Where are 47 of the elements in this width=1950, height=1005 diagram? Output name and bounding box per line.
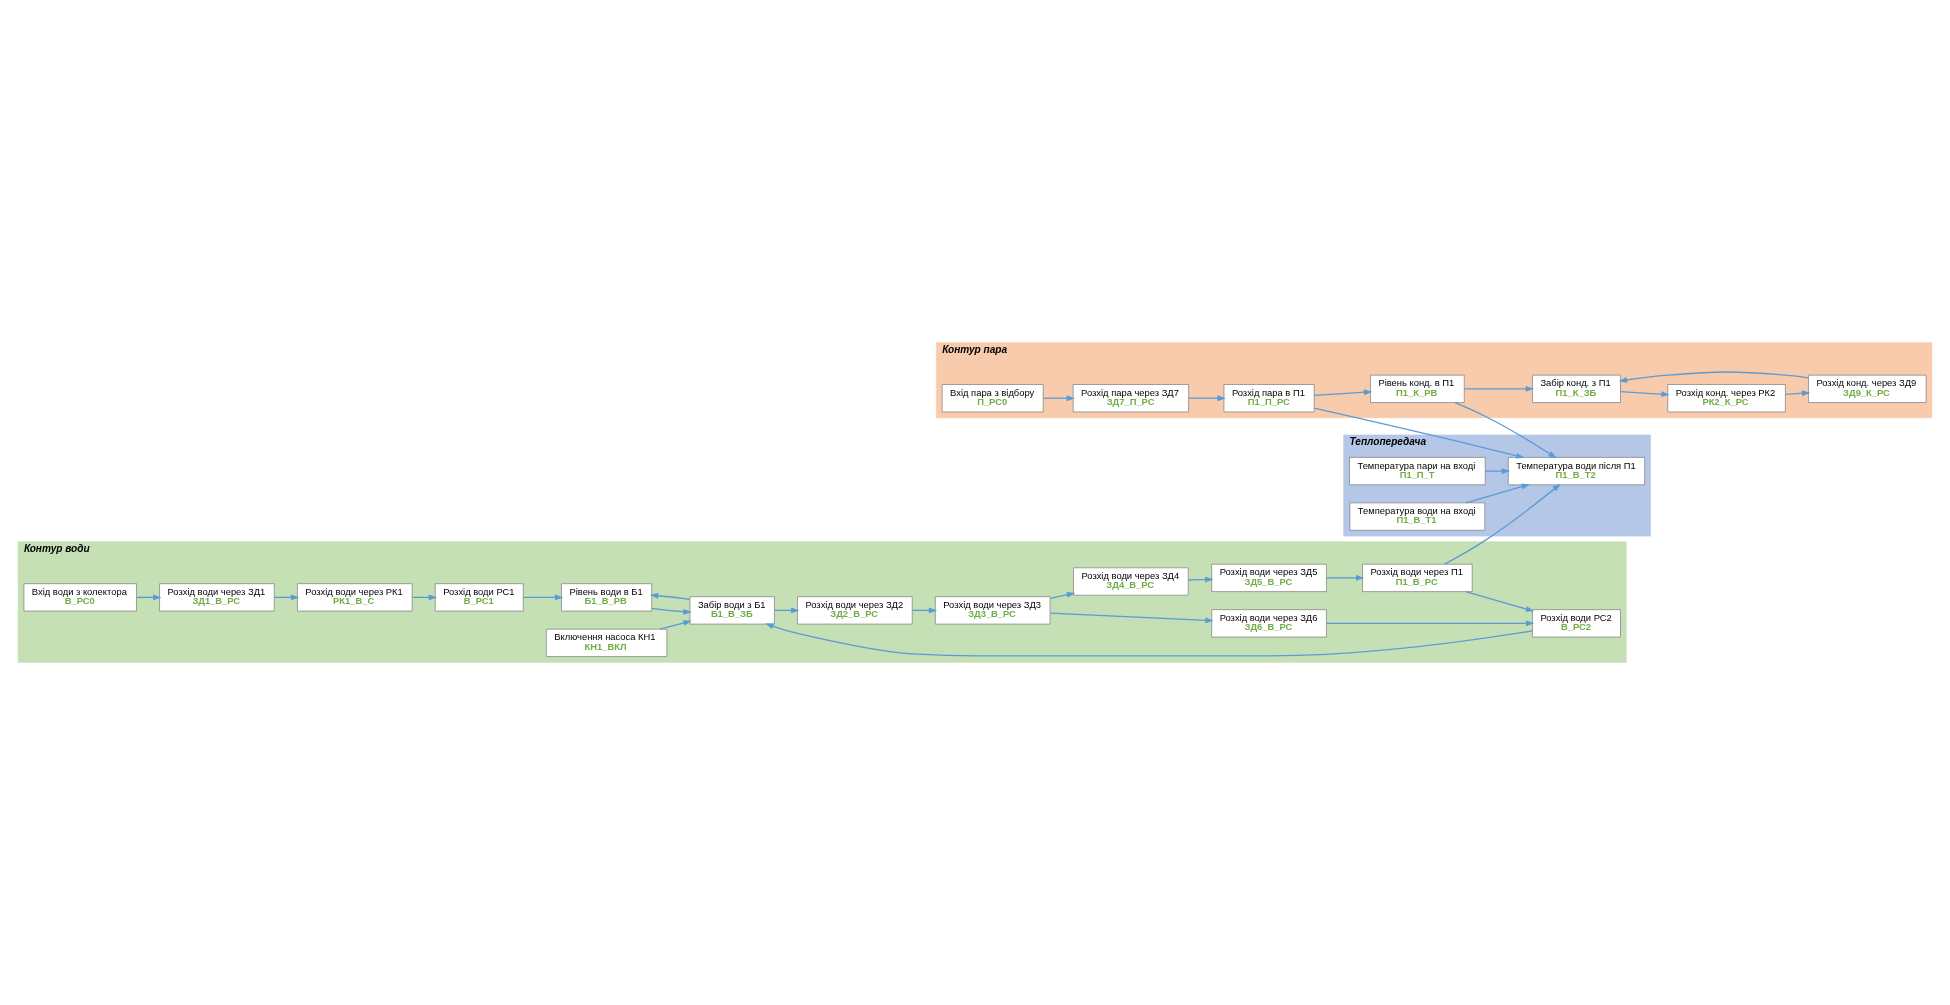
node-box: Розхід конд. через ЗД9 ЗД9_К_РС bbox=[1808, 374, 1927, 403]
arrow bbox=[1619, 390, 1670, 398]
arrow bbox=[1784, 390, 1811, 397]
arrow bbox=[1042, 395, 1075, 402]
node-box: Вхід пара з відбору П_РС0 bbox=[941, 384, 1044, 413]
arrow bbox=[651, 607, 692, 615]
node-box: Температура води після П1 П1_В_Т2 bbox=[1507, 457, 1646, 486]
arrow bbox=[1325, 574, 1365, 581]
node-box: Розхід води через П1 П1_В_РС bbox=[1362, 563, 1473, 592]
node-box: Розхід пара в П1 П1_П_РС bbox=[1223, 384, 1315, 413]
node-box: Розхід пара через ЗД7 ЗД7_П_РС bbox=[1072, 384, 1189, 413]
arrow bbox=[1313, 389, 1373, 397]
node-box: Розхід води через РК1 РК1_В_С bbox=[297, 583, 413, 612]
node-box: Забір води з Б1 Б1_В_ЗБ bbox=[689, 596, 775, 625]
node-box: Розхід води через ЗД4 ЗД4_В_РС bbox=[1073, 567, 1189, 596]
node-box: Розхід води через ЗД2 ЗД2_В_РС bbox=[797, 596, 913, 625]
arrow bbox=[659, 620, 692, 630]
arrow bbox=[649, 592, 691, 600]
node-box: Температура води на вході П1_В_Т1 bbox=[1349, 502, 1486, 531]
node-box: Рівень води в Б1 Б1_В_РВ bbox=[561, 583, 653, 612]
arrow bbox=[765, 623, 1533, 657]
node-box: Розхід води через ЗД6 ЗД6_В_РС bbox=[1211, 609, 1327, 638]
arrow bbox=[1188, 395, 1226, 402]
node-box: Розхід води через ЗД3 ЗД3_В_РС bbox=[934, 596, 1051, 625]
arrow bbox=[1049, 591, 1076, 600]
arrow bbox=[1049, 612, 1214, 624]
arrow bbox=[1484, 468, 1511, 475]
node-box: Температура пари на вході П1_П_Т bbox=[1349, 457, 1486, 486]
node-box: Розхід конд. через РК2 РК2_К_РС bbox=[1667, 384, 1786, 413]
arrow bbox=[1618, 371, 1810, 383]
arrow bbox=[1313, 407, 1525, 459]
node-box: Рівень конд. в П1 П1_К_РВ bbox=[1370, 374, 1465, 403]
arrow bbox=[522, 594, 564, 601]
arrow bbox=[1465, 483, 1531, 504]
node-box: Розхід води через ЗД5 ЗД5_В_РС bbox=[1211, 563, 1327, 592]
arrow bbox=[1325, 620, 1535, 627]
arrow bbox=[1444, 483, 1561, 565]
arrow bbox=[1187, 576, 1214, 583]
node-box: Розхід води РС2 В_РС2 bbox=[1532, 609, 1621, 638]
arrow bbox=[1463, 385, 1535, 392]
arrow bbox=[1454, 402, 1557, 459]
node-box: Включення насоса КН1 КН1_ВКЛ bbox=[546, 628, 668, 657]
node-box: Розхід води через ЗД1 ЗД1_В_РС bbox=[159, 583, 275, 612]
node-box: Вхід води з колектора В_РС0 bbox=[23, 583, 137, 612]
node-box: Забір конд. з П1 П1_К_ЗБ bbox=[1532, 374, 1621, 403]
node-box: Розхід води РС1 В_РС1 bbox=[434, 583, 524, 612]
arrow bbox=[1465, 591, 1535, 612]
